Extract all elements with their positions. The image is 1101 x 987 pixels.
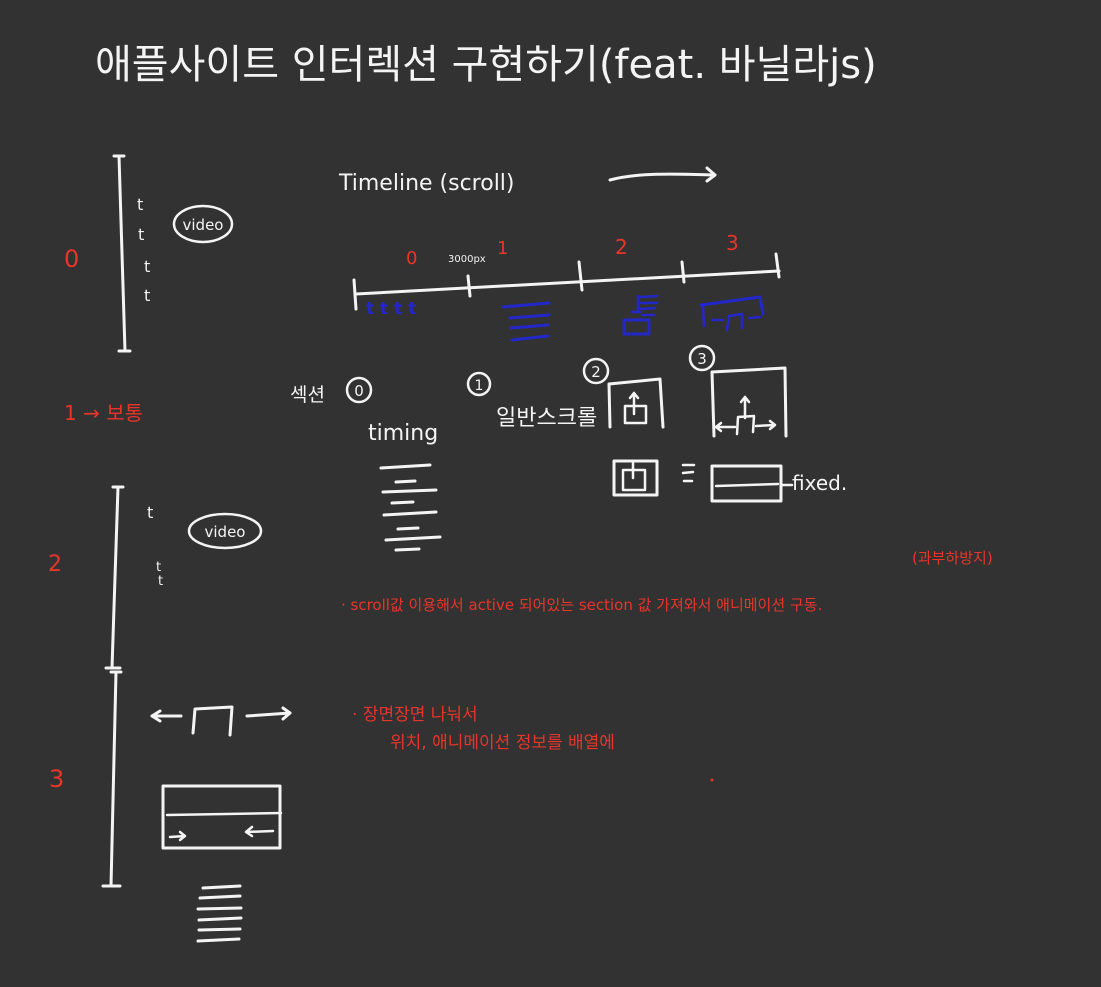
scene-split-note-line2: 위치, 애니메이션 정보를 배열에	[390, 733, 615, 753]
scene-0-text: timing	[368, 421, 438, 446]
timeline-axis	[352, 252, 781, 311]
timeline-px-label: 3000px	[448, 254, 486, 265]
scene-split-note-line1: · 장면장면 나눠서	[352, 705, 478, 725]
scene-0-circle	[345, 376, 373, 404]
fixed-label: fixed.	[792, 471, 847, 495]
section-0-t-mark: t	[144, 286, 150, 305]
scene-3-frame-sketch	[710, 366, 788, 438]
section-2-bracket	[104, 485, 125, 670]
scene-0-label: 섹션	[290, 384, 325, 406]
section-3-box-sketch	[161, 784, 283, 850]
section-3-bracket	[101, 670, 123, 888]
timeline-segment-label: 2	[615, 235, 628, 259]
section-3-text-lines-sketch	[196, 884, 243, 943]
section-0-bracket	[112, 154, 132, 353]
scene-0-circle-number: 0	[354, 382, 364, 400]
section-2-video-label: video	[205, 523, 246, 541]
timeline-scene-3-icon	[699, 295, 765, 332]
section-0-video-oval	[172, 204, 234, 244]
scene-1-circle-number: 1	[475, 378, 484, 394]
section-2-video-oval	[187, 512, 263, 550]
section-2-number: 2	[48, 552, 62, 577]
stray-red-dot	[710, 778, 714, 782]
overload-prevention-note: (과부하방지)	[912, 549, 993, 567]
timeline-arrow	[608, 166, 717, 183]
section-0-video-label: video	[183, 216, 224, 234]
timeline-scene-2-icon	[622, 294, 659, 336]
scene-2-frame-sketch	[607, 377, 665, 429]
section-2-t-mark: t	[147, 503, 153, 522]
section-0-t-mark: t	[138, 225, 144, 244]
section-2-t-mark: t	[158, 574, 163, 589]
timeline-t-marks: t t t t	[366, 299, 416, 319]
timeline-segment-label: 0	[406, 248, 417, 269]
section-0-t-mark: t	[137, 195, 143, 214]
timeline-label: Timeline (scroll)	[338, 171, 515, 196]
scene-3-fixed-box-sketch	[710, 464, 794, 503]
section-2-t-mark: t	[156, 560, 161, 575]
section-3-cap-arrows-sketch	[150, 705, 292, 737]
scene-1-text: 일반스크롤	[496, 406, 597, 431]
timeline-scene-1-lines-icon	[501, 301, 551, 342]
scene-2-fixed-box-sketch	[612, 459, 696, 497]
section-0-t-mark: t	[144, 257, 150, 276]
timeline-segment-label: 3	[726, 231, 739, 255]
scene-1-circle	[466, 371, 492, 397]
sketch-title: 애플사이트 인터렉션 구현하기(feat. 바닐라js)	[95, 42, 877, 88]
timeline-segment-label: 1	[497, 238, 508, 259]
scene-2-circle	[582, 357, 610, 385]
section-0-number: 0	[64, 245, 79, 273]
scene-3-circle-number: 3	[697, 350, 707, 368]
scene-2-circle-number: 2	[591, 363, 601, 381]
scene-3-circle	[688, 344, 716, 372]
section-1-note: 1 → 보통	[64, 401, 143, 425]
section-3-number: 3	[49, 765, 64, 793]
scene-0-lines-sketch	[379, 463, 442, 552]
scroll-active-section-note: · scroll값 이용해서 active 되어있는 section 값 가져와…	[341, 596, 822, 614]
